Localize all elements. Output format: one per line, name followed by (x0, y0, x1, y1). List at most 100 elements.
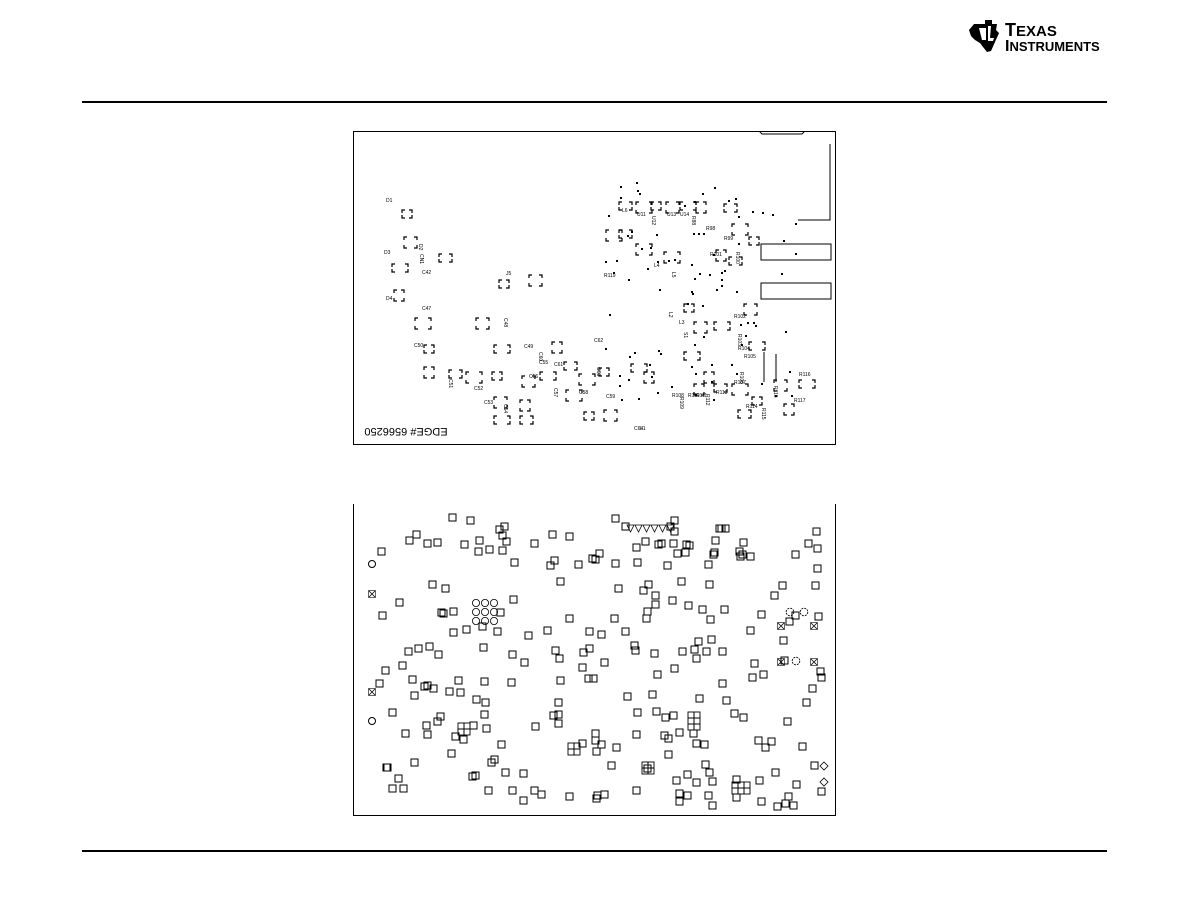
square-pad (704, 560, 713, 569)
square-pad (754, 736, 763, 745)
designator-label: C59 (606, 394, 615, 400)
pad-dot (674, 259, 676, 261)
pad-dot (714, 187, 716, 189)
square-pad (683, 770, 692, 779)
square-pad (705, 580, 714, 589)
square-pad (684, 601, 693, 610)
square-pad (630, 641, 639, 650)
square-pad (730, 709, 739, 718)
pad-dot (783, 240, 785, 242)
pad-dot (703, 336, 705, 338)
component-outline (521, 375, 536, 388)
triangle-marker (642, 524, 651, 533)
square-pad (595, 549, 604, 558)
pad-dot (692, 293, 694, 295)
circle-pad (472, 617, 481, 626)
pad-dot (638, 398, 640, 400)
square-pad (479, 643, 488, 652)
square-pad (449, 628, 458, 637)
square-pad (732, 793, 741, 802)
square-pad (690, 645, 699, 654)
grid-pad (457, 722, 465, 730)
grid-pad (743, 781, 751, 789)
designator-label: U11 (637, 212, 646, 218)
grid-pad (687, 723, 695, 731)
square-pad (592, 794, 601, 803)
square-pad (579, 648, 588, 657)
component-outline (728, 256, 743, 266)
pad-dot (627, 235, 629, 237)
square-pad (708, 801, 717, 810)
pad-dot (671, 386, 673, 388)
square-pad (611, 514, 620, 523)
pad-dot (740, 324, 742, 326)
pad-dot (716, 289, 718, 291)
square-pad (642, 614, 651, 623)
component-outline (493, 396, 508, 409)
designator-label: J5 (506, 271, 512, 277)
pad-dot (621, 399, 623, 401)
square-pad (508, 786, 517, 795)
pad-dot (772, 214, 774, 216)
square-pad (478, 622, 487, 631)
square-pad (632, 543, 641, 552)
component-outline (695, 201, 707, 214)
square-pad (668, 596, 677, 605)
component-outline (630, 363, 648, 373)
component-outline (713, 321, 731, 331)
square-pad (395, 598, 404, 607)
square-pad (706, 615, 715, 624)
pad-dot (747, 322, 749, 324)
designator-label: R113 (716, 390, 728, 396)
square-pad (410, 758, 419, 767)
square-pad (650, 649, 659, 658)
square-pad (657, 539, 666, 548)
square-pad (631, 646, 640, 655)
square-pad (663, 561, 672, 570)
square-pad (414, 644, 423, 653)
square-pad (423, 539, 432, 548)
designator-label: U13 (667, 212, 676, 218)
square-pad (692, 654, 701, 663)
designator-label: D4 (386, 296, 393, 302)
square-pad (437, 608, 446, 617)
square-pad (718, 647, 727, 656)
designator-label: R101 (710, 252, 722, 258)
pad-dot (745, 335, 747, 337)
designator-label: C54 (502, 404, 508, 413)
square-pad (721, 524, 730, 533)
square-pad (501, 768, 510, 777)
square-pad (447, 749, 456, 758)
pad-dot (721, 279, 723, 281)
square-pad (565, 532, 574, 541)
component-outline (773, 379, 788, 392)
square-pad (739, 538, 748, 547)
square-pad (664, 750, 673, 759)
square-pad (770, 591, 779, 600)
designator-label: C63 (595, 367, 601, 376)
pad-dot (711, 364, 713, 366)
square-pad (554, 719, 563, 728)
square-pad (681, 548, 690, 557)
pad-dot (703, 233, 705, 235)
square-pad (600, 790, 609, 799)
square-pad (508, 650, 517, 659)
square-pad (507, 678, 516, 687)
square-pad (715, 524, 724, 533)
pad-dot (619, 375, 621, 377)
grid-pad (641, 767, 649, 775)
component-outline (475, 317, 490, 330)
designator-label: R108 (672, 393, 684, 399)
square-pad (661, 713, 670, 722)
pad-dot (650, 247, 652, 249)
component-outline (618, 229, 633, 239)
square-pad (707, 635, 716, 644)
square-pad (519, 796, 528, 805)
square-pad (677, 577, 686, 586)
pad-dot (711, 381, 713, 383)
square-pad (408, 675, 417, 684)
cross-marker (810, 622, 818, 630)
square-pad (757, 610, 766, 619)
pad-dot (684, 205, 686, 207)
square-pad (591, 729, 600, 738)
